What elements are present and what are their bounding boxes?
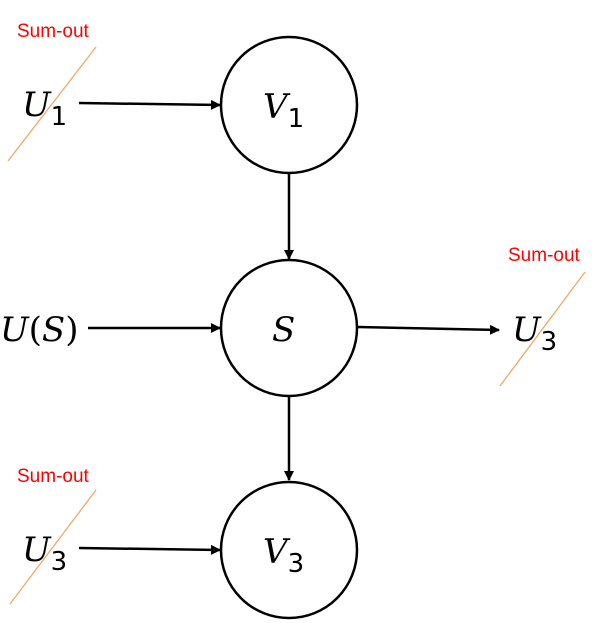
node-v3-subscript: 3 <box>288 549 305 579</box>
sum-out-label-bottom: Sum-out <box>17 466 90 487</box>
node-v3: V3 <box>219 480 359 620</box>
u1-strikethrough <box>7 46 97 162</box>
u1-subscript: 1 <box>51 102 68 132</box>
u3-bottom-symbol: U <box>22 530 52 570</box>
node-v1-subscript: 1 <box>288 104 305 134</box>
node-s-symbol: S <box>272 310 295 350</box>
u3-right-strikethrough <box>499 271 586 387</box>
svg-text:V1: V1 <box>263 87 304 134</box>
us-close-paren: ) <box>65 310 78 350</box>
node-s: S <box>219 258 359 398</box>
sum-out-label-right: Sum-out <box>508 245 581 266</box>
u3-bottom-subscript: 3 <box>51 547 68 577</box>
svg-text:U1: U1 <box>22 85 67 132</box>
u3-right-subscript: 3 <box>541 327 558 357</box>
node-v1-symbol: V <box>263 87 291 127</box>
us-symbol: U <box>0 310 30 350</box>
svg-text:U3: U3 <box>512 310 557 357</box>
us-open-paren: ( <box>29 310 42 350</box>
edge-u3-to-v3 <box>78 544 221 555</box>
sum-out-label-top: Sum-out <box>17 21 90 42</box>
u3-right-symbol: U <box>512 310 542 350</box>
us-arg: S <box>42 310 65 350</box>
svg-text:V3: V3 <box>263 532 304 579</box>
u1-symbol: U <box>22 85 52 125</box>
exogenous-us: U(S) <box>0 310 78 350</box>
edge-s-to-u3 <box>357 324 500 335</box>
edge-u1-to-v1 <box>78 99 221 110</box>
node-v1: V1 <box>219 35 359 175</box>
exogenous-u1: U1 <box>7 46 97 162</box>
svg-text:U3: U3 <box>22 530 67 577</box>
u3-bottom-strikethrough <box>9 489 97 605</box>
exogenous-u3-bottom: U3 <box>9 489 97 605</box>
svg-text:U(S): U(S) <box>0 310 78 350</box>
node-v3-symbol: V <box>263 532 291 572</box>
exogenous-u3-right: U3 <box>499 271 586 387</box>
